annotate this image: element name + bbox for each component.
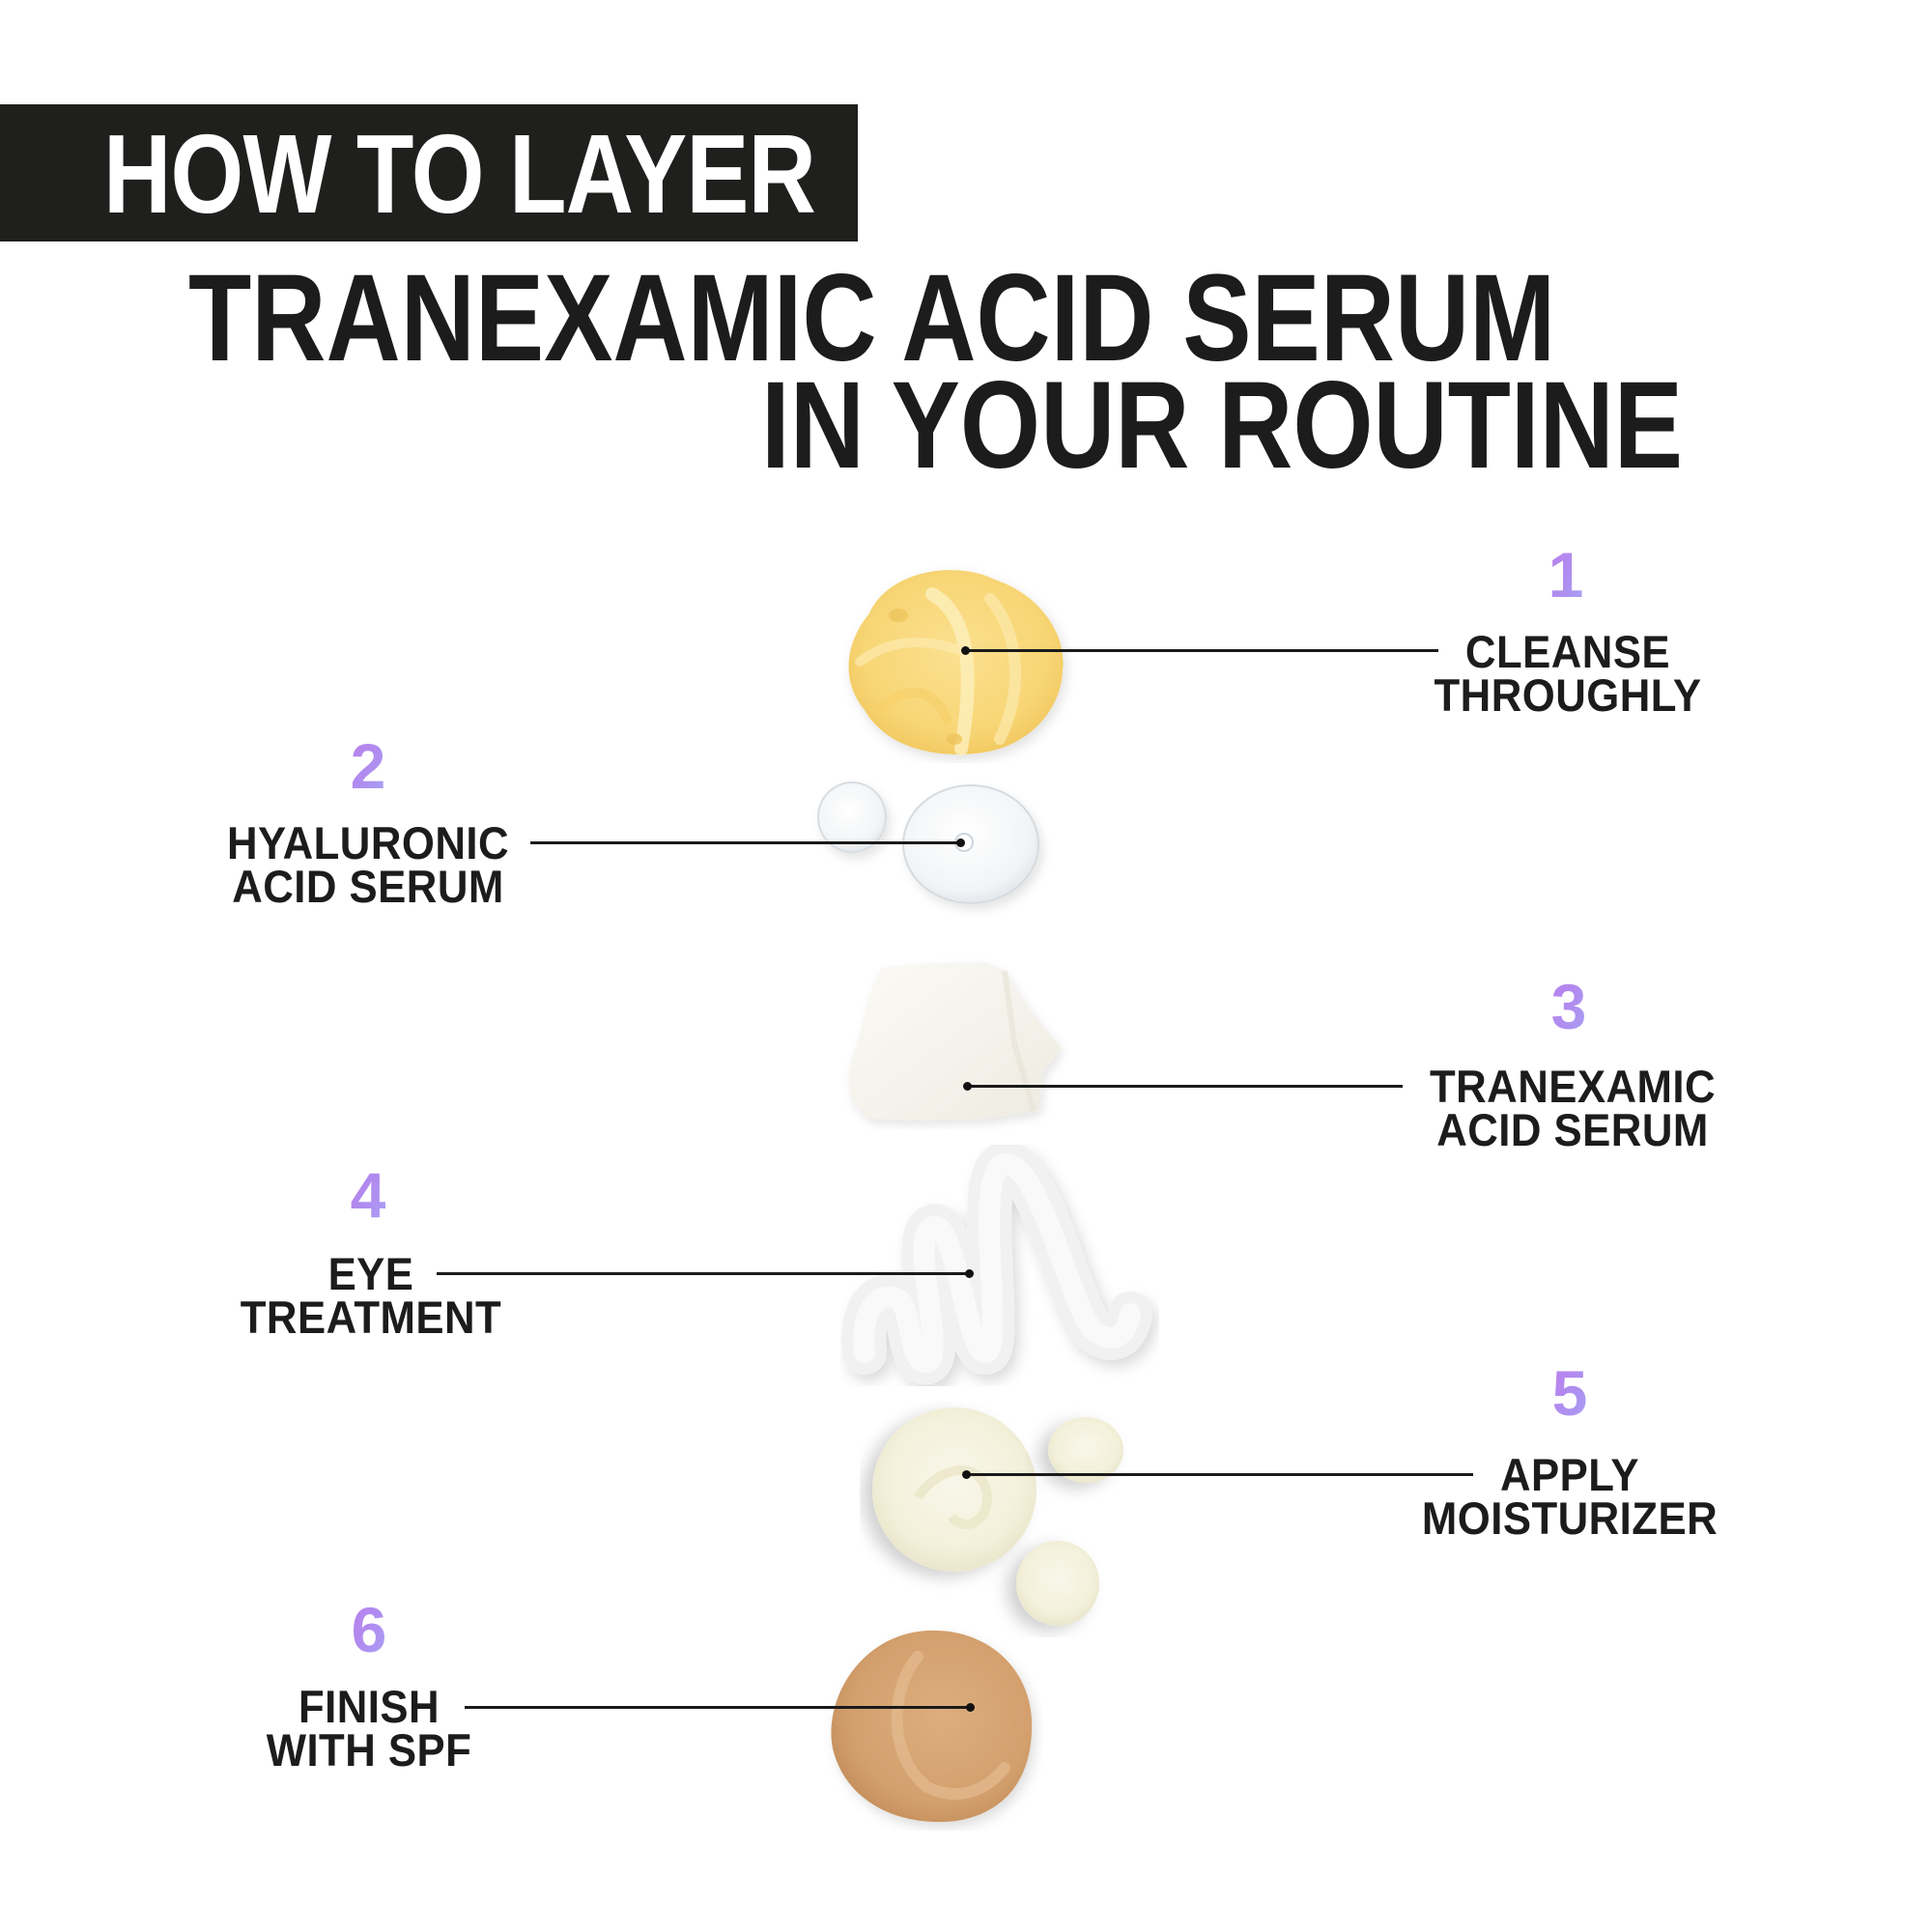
headline-line-1: TRANEXAMIC ACID SERUM [188,249,1556,387]
leader-line-step-3 [967,1085,1403,1088]
leader-line-step-6 [465,1706,969,1709]
leader-line-step-2 [530,841,958,844]
step-label-2: HYALURONIC ACID SERUM [165,817,571,912]
step-label-4-line-1: EYE [327,1248,414,1299]
step-label-2-line-1: HYALURONIC [226,817,510,868]
step-number-2: 2 [310,734,426,798]
step-label-6-line-1: FINISH [298,1681,440,1732]
eye-treatment-zigzag-icon [841,1145,1152,1384]
step-label-4: EYE TREATMENT [168,1248,574,1343]
step-number-4: 4 [310,1163,426,1227]
step-label-3: TRANEXAMIC ACID SERUM [1370,1061,1776,1155]
anchor-dot-step-6 [966,1703,975,1712]
cleanser-swirl-icon [848,570,1064,755]
step-label-4-line-2: TREATMENT [240,1292,502,1343]
step-number-3: 3 [1511,975,1627,1038]
title-badge [0,104,858,242]
anchor-dot-step-5 [962,1470,971,1479]
step-number-5: 5 [1512,1361,1628,1425]
leader-line-step-1 [965,649,1438,652]
anchor-dot-step-3 [963,1082,972,1091]
step-number-6: 6 [311,1598,427,1662]
step-label-2-line-2: ACID SERUM [232,861,504,912]
hyaluronic-serum-drops-icon [817,781,1039,904]
step-label-1: CLEANSE THROUGHLY [1365,626,1771,721]
step-label-5-line-1: APPLY [1499,1449,1640,1500]
headline-line-2: IN YOUR ROUTINE [761,356,1684,495]
leader-line-step-5 [966,1473,1473,1476]
step-label-6: FINISH WITH SPF [166,1681,572,1776]
title-badge-text: HOW TO LAYER [103,111,816,237]
step-label-3-line-1: TRANEXAMIC [1429,1061,1717,1112]
step-label-6-line-2: WITH SPF [266,1724,472,1776]
spf-smear-icon [831,1630,1033,1823]
step-number-1: 1 [1508,543,1624,607]
step-label-5: APPLY MOISTURIZER [1367,1449,1773,1544]
anchor-dot-step-4 [965,1269,974,1278]
tranexamic-serum-smear-icon [848,962,1061,1121]
step-label-5-line-2: MOISTURIZER [1421,1492,1719,1544]
step-label-1-line-1: CLEANSE [1464,626,1671,677]
leader-line-step-4 [437,1272,968,1275]
step-label-3-line-2: ACID SERUM [1436,1104,1709,1155]
moisturizer-dollops-icon [872,1407,1123,1626]
anchor-dot-step-1 [961,646,970,655]
step-label-1-line-2: THROUGHLY [1434,669,1702,721]
anchor-dot-step-2 [956,838,965,847]
